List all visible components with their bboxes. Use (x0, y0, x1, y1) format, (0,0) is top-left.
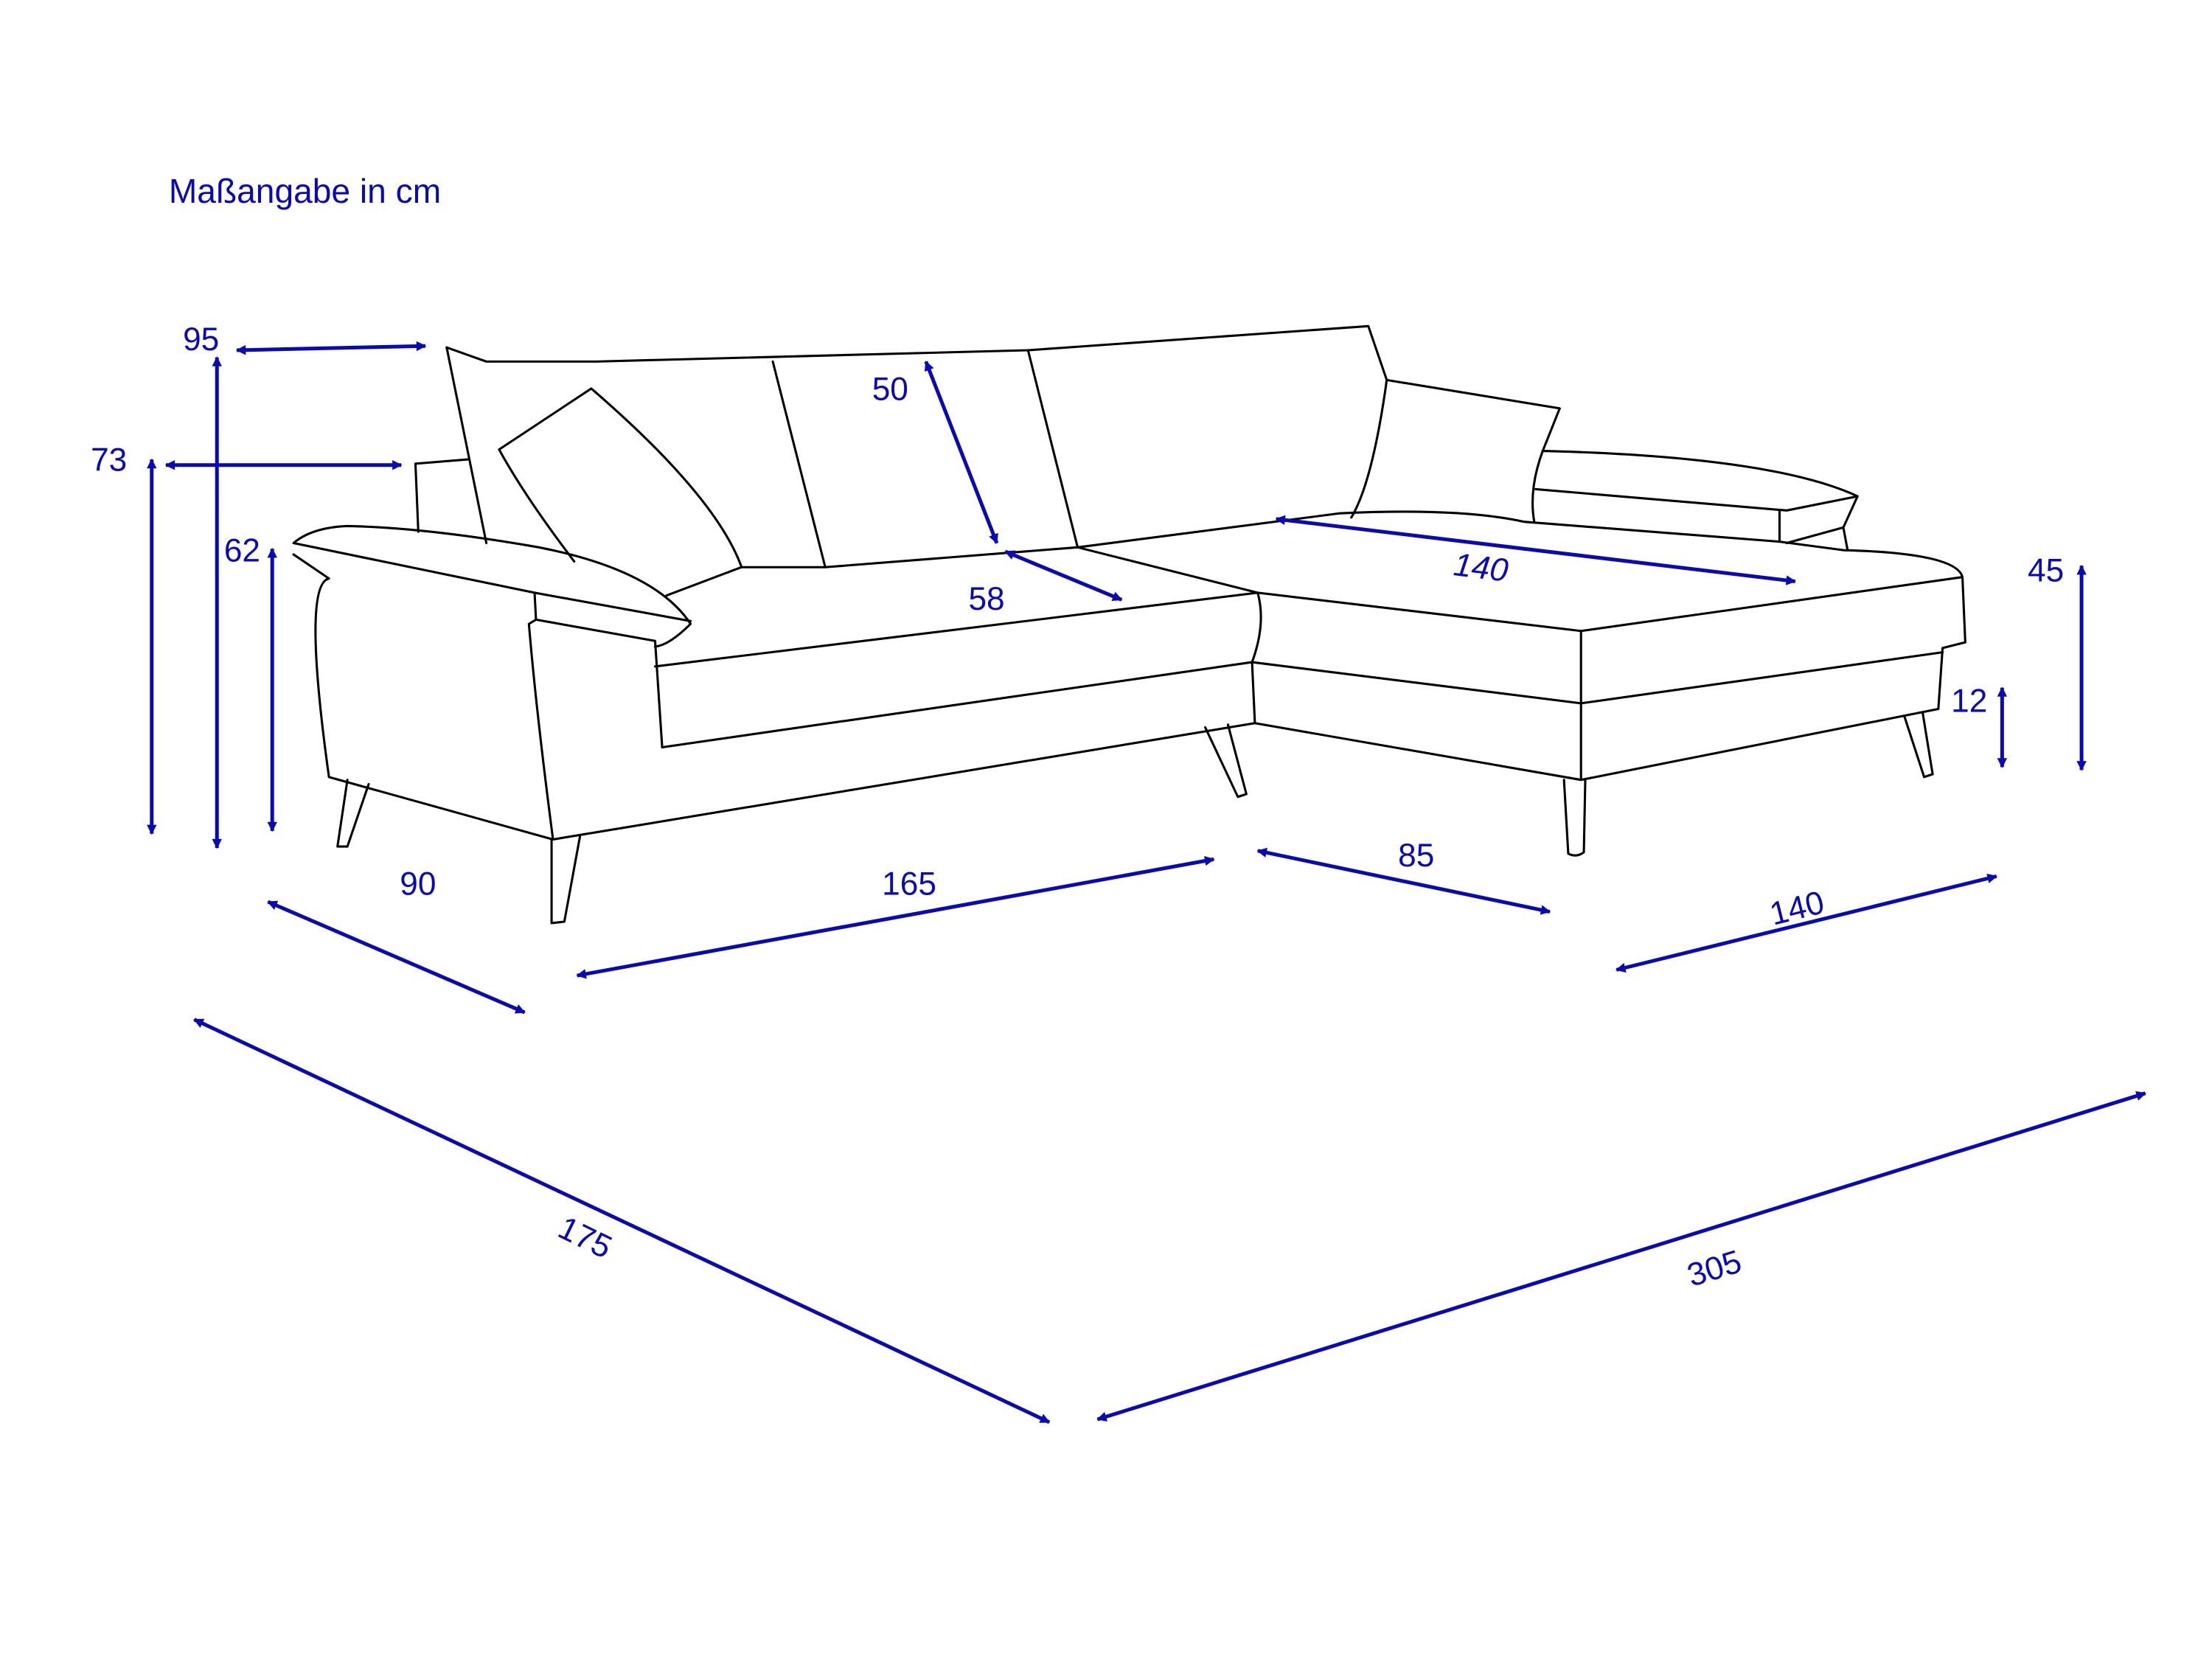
arrow-chaise-inner (1275, 515, 1796, 585)
pillow (498, 387, 743, 597)
arrow-seat-depth (1004, 549, 1123, 602)
sofa-outline (292, 324, 1966, 925)
backrest-top (445, 324, 1561, 453)
label-seat-height-arm: 62 (224, 533, 260, 569)
label-arm-depth: 90 (400, 866, 436, 902)
arrow-backrest-height (924, 361, 999, 544)
left-armrest (292, 458, 692, 841)
label-chaise-inner: 140 (1452, 546, 1511, 589)
arrow-total-width (1096, 1091, 2146, 1422)
arrow-arm-depth (267, 900, 526, 1015)
arrow-main-width (576, 855, 1215, 979)
label-seat-depth: 58 (968, 581, 1004, 617)
label-middle-width: 85 (1398, 838, 1434, 874)
label-armrest-height: 73 (91, 442, 127, 478)
arrow-total-depth (193, 1018, 1051, 1425)
label-total-depth: 175 (553, 1209, 618, 1265)
label-leg-height: 12 (1951, 683, 1987, 719)
label-total-width: 305 (1683, 1243, 1746, 1293)
label-backrest-offset: 95 (183, 321, 219, 358)
arrow-middle-width (1256, 847, 1551, 915)
legs (336, 712, 1934, 925)
arrow-backrest-offset (235, 341, 427, 355)
label-chaise-height: 45 (2028, 552, 2064, 588)
units-note: Maßangabe in cm (169, 172, 441, 210)
label-main-width: 165 (882, 866, 936, 902)
label-chaise-width: 140 (1766, 884, 1827, 932)
chaise (1077, 510, 1966, 782)
backrest-seams (445, 346, 1388, 568)
label-backrest-height: 50 (872, 371, 908, 407)
arrow-chaise-width (1615, 873, 1997, 973)
